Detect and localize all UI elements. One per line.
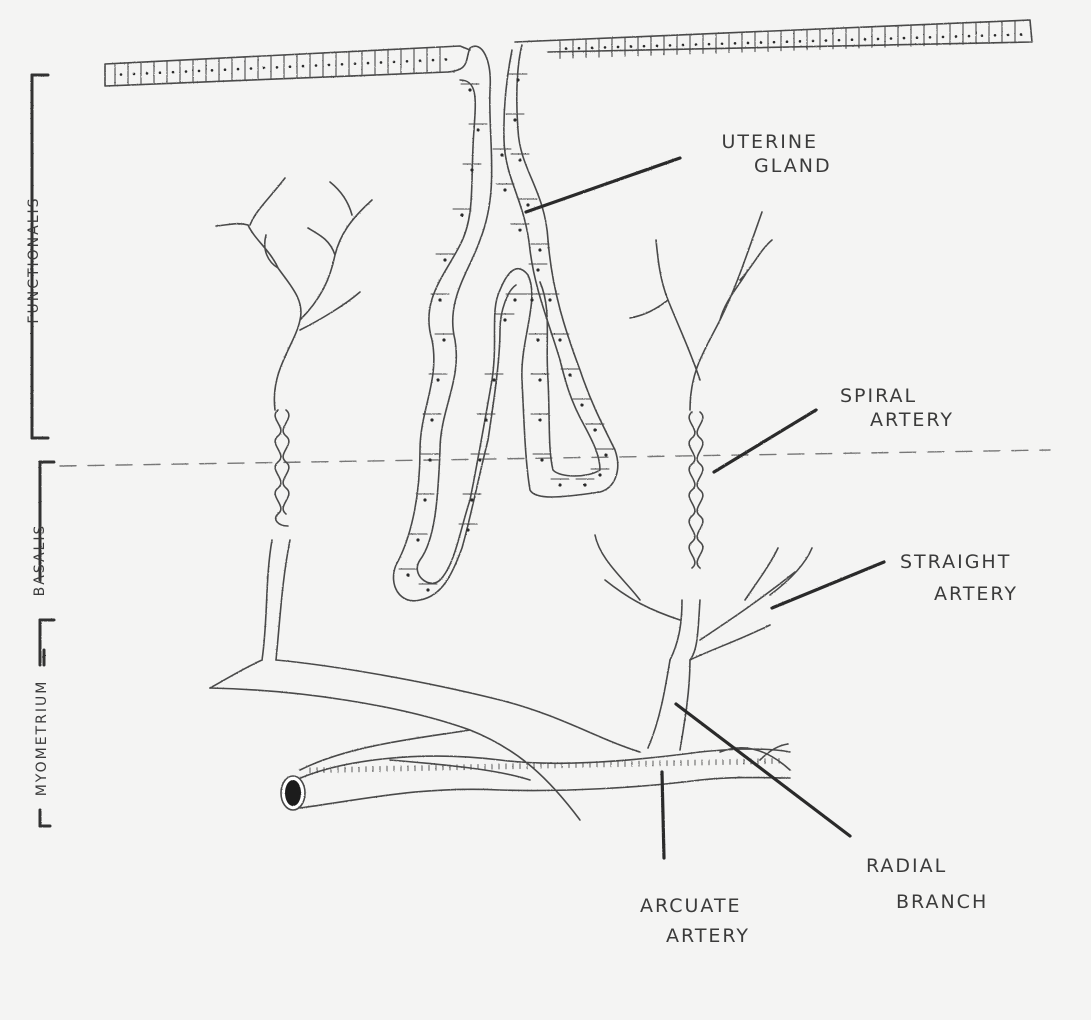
left-artery-branches	[216, 178, 372, 660]
pointer-lines	[526, 158, 884, 858]
pointer-uterine-gland	[526, 158, 680, 212]
pointer-spiral-artery	[714, 410, 816, 472]
label-spiral-artery: SPIRAL ARTERY	[840, 384, 954, 432]
uterine-gland	[393, 45, 617, 601]
right-spiral-artery	[689, 412, 703, 568]
right-artery-branches	[595, 212, 812, 660]
left-spiral-artery	[275, 410, 289, 526]
layer-label-functionalis: FUNCTIONALIS	[26, 196, 42, 323]
arcuate-artery-lumen	[285, 780, 301, 806]
arcuate-artery	[296, 744, 790, 808]
pointer-straight-artery	[772, 562, 884, 608]
layer-label-myometrium: MYOMETRIUM	[34, 680, 50, 797]
pointer-arcuate-artery	[662, 772, 664, 858]
straight-artery-branches	[595, 535, 812, 640]
pointer-radial-branch	[676, 704, 850, 836]
label-uterine-gland: UTERINE GLAND	[708, 130, 832, 178]
label-radial-branch: RADIAL BRANCH	[866, 854, 988, 914]
layer-label-basalis: BASALIS	[32, 524, 48, 597]
label-arcuate-artery: ARCUATE ARTERY	[640, 894, 750, 948]
layer-boundary-dashed	[60, 450, 1050, 466]
label-straight-artery: STRAIGHT ARTERY	[900, 550, 1018, 606]
surface-epithelium	[105, 20, 1032, 86]
